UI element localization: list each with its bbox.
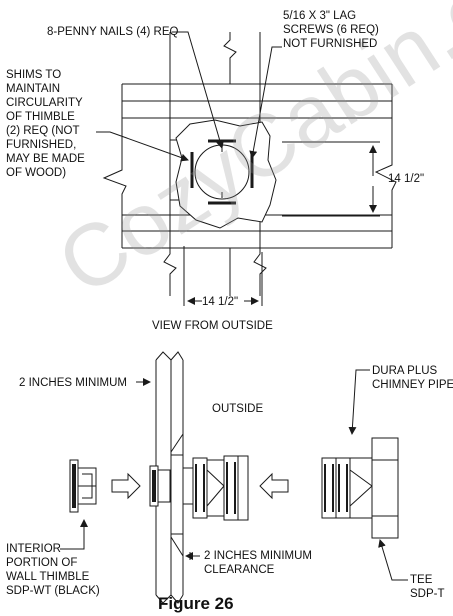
lag-screws-label: 5/16 X 3" LAG SCREWS (6 REQ) NOT FURNISH…	[283, 10, 379, 50]
thimble-opening	[194, 144, 250, 200]
dimension-vertical-label: 14 1/2"	[388, 173, 425, 185]
min-clearance-bottom-label: 2 INCHES MINIMUM CLEARANCE	[204, 550, 312, 576]
dura-plus-label: DURA PLUS CHIMNEY PIPE	[372, 365, 453, 391]
pipe-assembly	[192, 455, 249, 521]
assembly-arrows	[111, 472, 289, 500]
min-clearance-top-label: 2 INCHES MINIMUM	[19, 377, 127, 389]
interior-thimble-label: INTERIOR PORTION OF WALL THIMBLE SDP-WT …	[6, 543, 100, 597]
dimension-horizontal-label: 14 1/2"	[202, 296, 239, 308]
nails-label: 8-PENNY NAILS (4) REQ	[47, 26, 179, 38]
figure-caption: Figure 26	[158, 594, 234, 613]
tee-label: TEE SDP-T	[410, 574, 445, 600]
horizontal-dimension	[183, 246, 263, 306]
outside-label: OUTSIDE	[212, 403, 264, 415]
pipe-hatching	[195, 462, 348, 514]
interior-thimble-part	[69, 459, 97, 513]
view-caption: VIEW FROM OUTSIDE	[152, 320, 273, 332]
shims-label: SHIMS TO MAINTAIN CIRCULARITY OF THIMBLE…	[6, 69, 85, 179]
vertical-dimension	[282, 141, 380, 217]
installed-thimble	[149, 465, 194, 507]
top-view-leaders	[96, 31, 282, 162]
